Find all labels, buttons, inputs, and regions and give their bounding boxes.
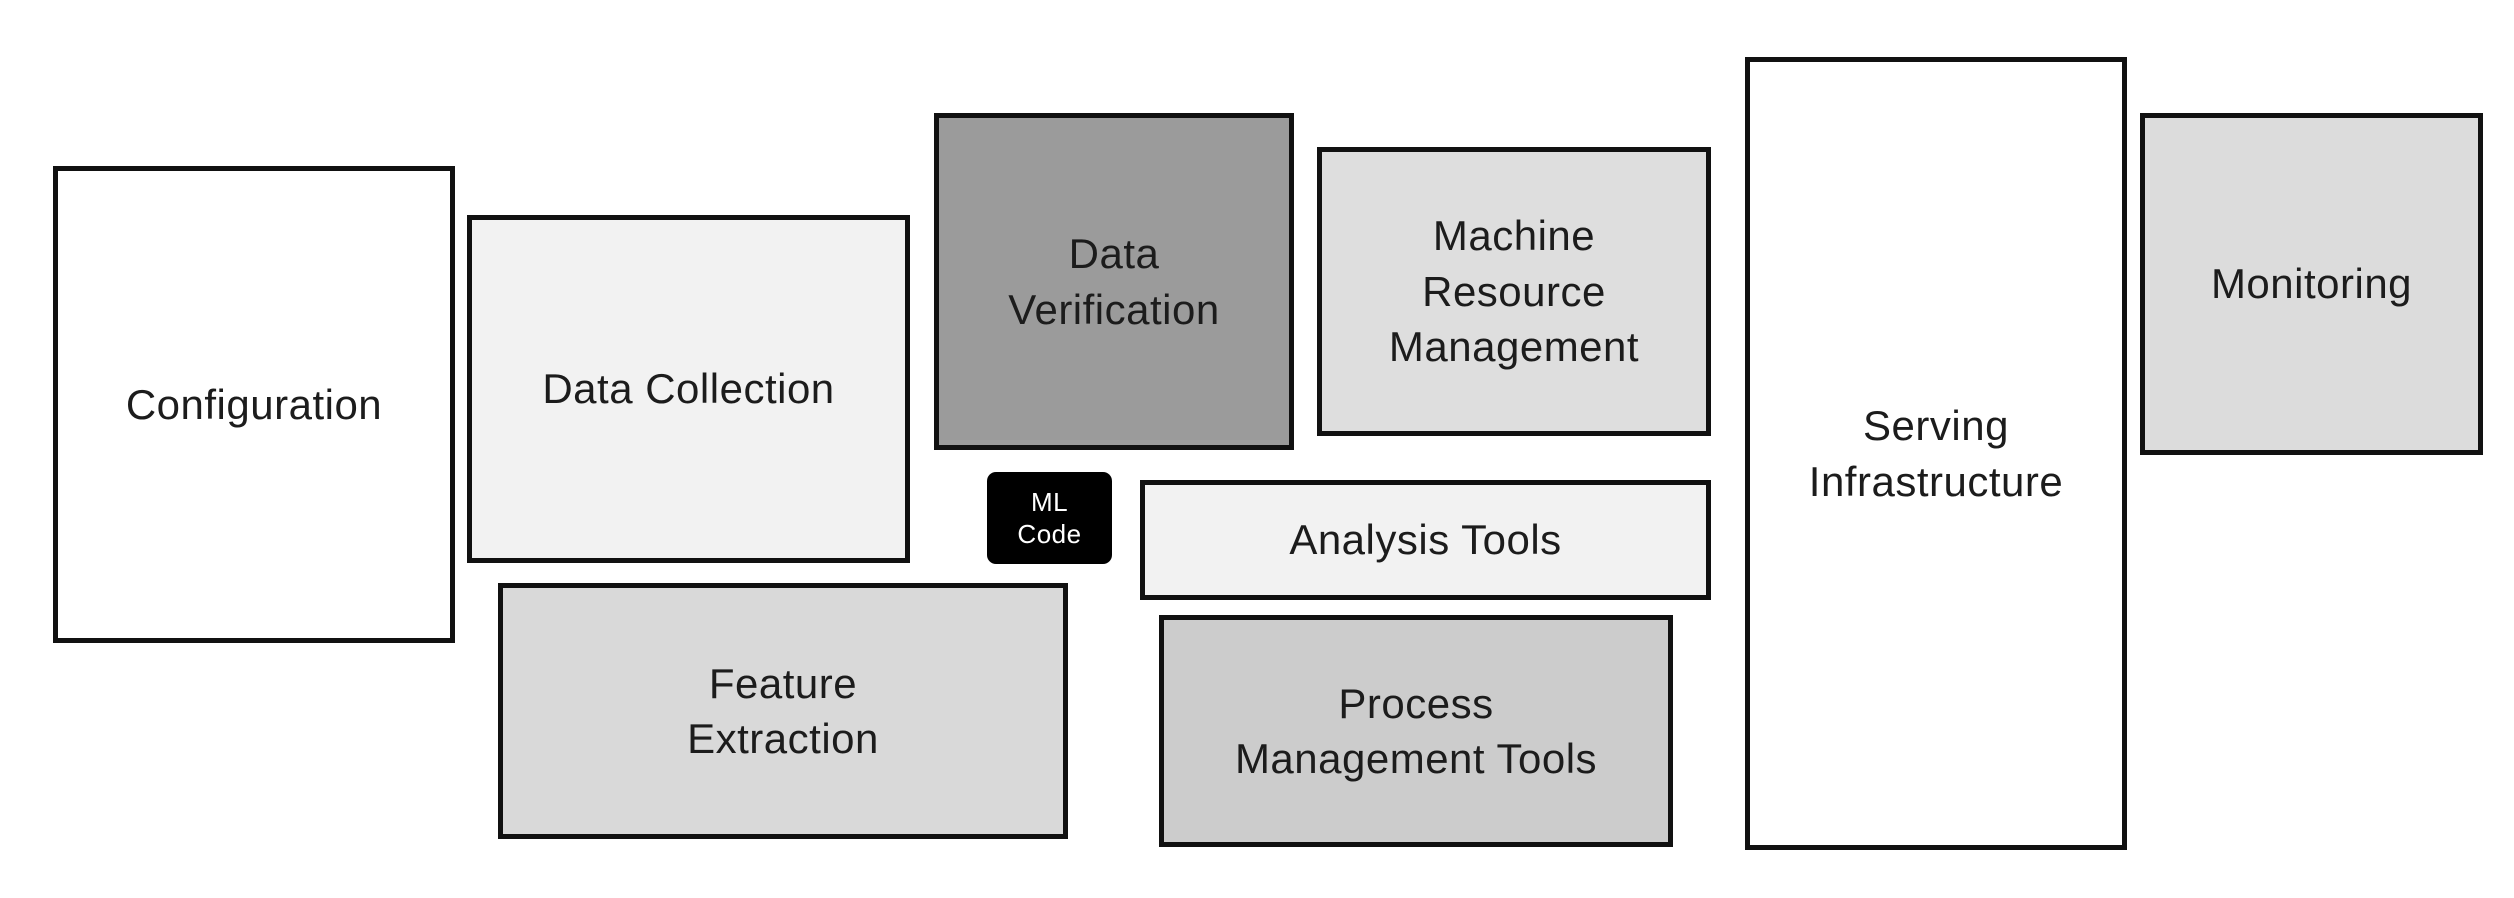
process-management-tools-label: Process Management Tools	[1234, 679, 1598, 782]
configuration-box: Configuration	[53, 166, 455, 643]
data-collection-box: Data Collection	[467, 215, 910, 563]
serving-infrastructure-label: Serving Infrastructure	[1808, 402, 2064, 505]
monitoring-box: Monitoring	[2140, 113, 2483, 455]
ml-code-box: ML Code	[987, 472, 1112, 564]
analysis-tools-label: Analysis Tools	[1289, 516, 1562, 564]
machine-resource-management-label: Machine Resource Management	[1388, 212, 1640, 371]
machine-resource-management-box: Machine Resource Management	[1317, 147, 1711, 436]
configuration-label: Configuration	[125, 380, 383, 428]
data-collection-label: Data Collection	[542, 365, 835, 413]
feature-extraction-label: Feature Extraction	[687, 659, 879, 762]
process-management-tools-box: Process Management Tools	[1159, 615, 1673, 847]
monitoring-label: Monitoring	[2210, 260, 2413, 308]
serving-infrastructure-box: Serving Infrastructure	[1745, 57, 2127, 850]
data-verification-label: Data Verification	[1008, 230, 1220, 333]
data-verification-box: Data Verification	[934, 113, 1294, 450]
analysis-tools-box: Analysis Tools	[1140, 480, 1711, 600]
ml-code-label: ML Code	[1017, 486, 1082, 550]
feature-extraction-box: Feature Extraction	[498, 583, 1068, 839]
